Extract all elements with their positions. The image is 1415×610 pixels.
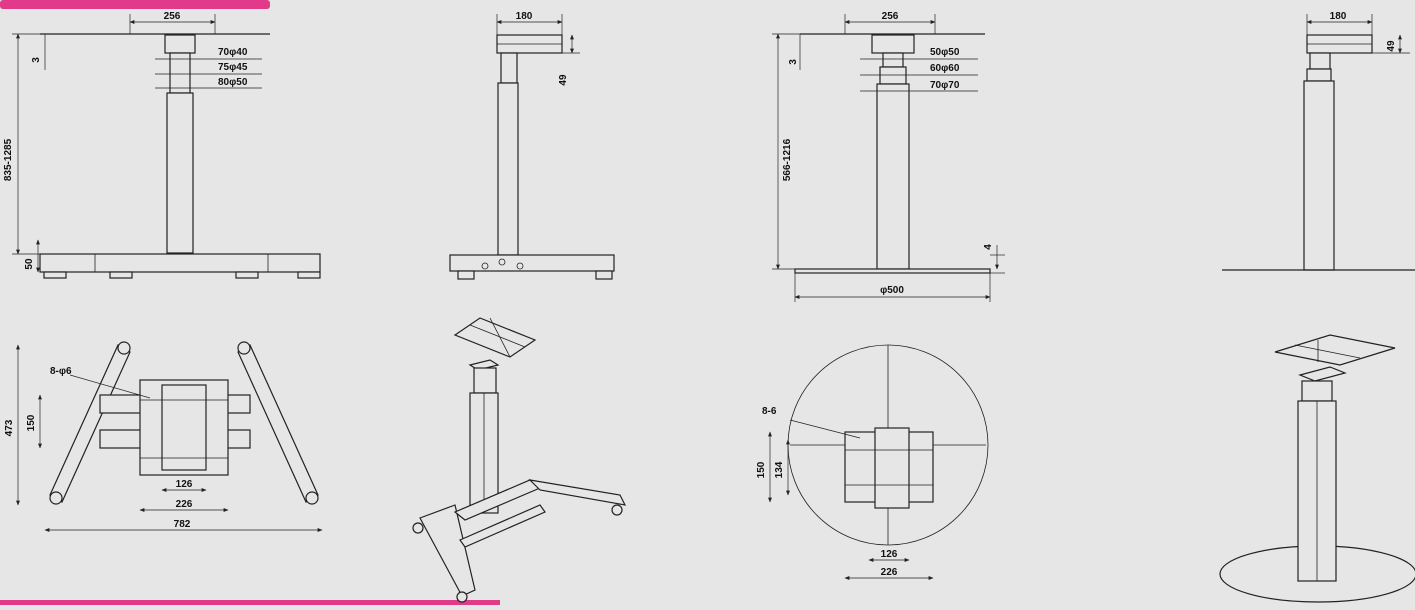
dim-plate-depth: 180 (1330, 11, 1347, 22)
dim-height-range: 566-1216 (782, 138, 793, 181)
dim-width: 256 (164, 11, 181, 22)
t-frame-front-view: 256 835-1285 3 50 70φ40 75φ45 80φ50 (3, 11, 321, 279)
dim-outer-width: 226 (176, 499, 193, 510)
dim-plate-height: 49 (1386, 40, 1397, 52)
t-frame-side-view: 180 49 (449, 11, 615, 280)
t-frame-isometric-view (412, 317, 627, 603)
dim-tube-2: 75φ45 (218, 62, 248, 73)
dim-overall-depth: 473 (4, 419, 15, 436)
dim-width: 256 (882, 11, 899, 22)
dim-holes: 8-6 (762, 406, 777, 417)
dim-outer-width: 226 (881, 567, 898, 578)
dim-top-thickness: 3 (31, 57, 42, 63)
dim-base-thickness: 4 (983, 244, 994, 250)
dim-foot-height: 50 (24, 258, 35, 270)
dim-inner-width: 126 (881, 549, 898, 560)
brand-accent-bar-top (0, 0, 270, 9)
round-base-isometric-view (1219, 334, 1415, 603)
dim-tube-3: 70φ70 (930, 80, 960, 91)
dim-plate-depth: 150 (756, 461, 767, 478)
dim-tube-1: 50φ50 (930, 47, 960, 58)
dim-top-thickness: 3 (788, 59, 799, 65)
brand-accent-bar-bottom (0, 600, 500, 605)
dim-tube-1: 70φ40 (218, 47, 248, 58)
dim-holes: 8-φ6 (50, 366, 72, 377)
dim-inner-depth: 134 (774, 461, 785, 478)
t-frame-top-view: 8-φ6 473 150 126 226 782 (4, 341, 323, 532)
dim-tube-3: 80φ50 (218, 77, 248, 88)
dim-plate-height: 49 (558, 74, 569, 86)
dim-height-range: 835-1285 (3, 138, 14, 181)
dim-inner-width: 126 (176, 479, 193, 490)
round-base-top-view: 8-6 150 134 126 226 (756, 344, 989, 580)
dim-plate-depth: 180 (516, 11, 533, 22)
round-base-side-view: 180 49 (1222, 11, 1415, 271)
dim-base-diameter: φ500 (880, 285, 904, 296)
round-base-front-view: 256 566-1216 3 4 φ500 50φ50 60φ60 70φ70 (772, 11, 1005, 302)
dim-plate-depth: 150 (26, 414, 37, 431)
dim-overall-width: 782 (174, 519, 191, 530)
dim-tube-2: 60φ60 (930, 63, 960, 74)
